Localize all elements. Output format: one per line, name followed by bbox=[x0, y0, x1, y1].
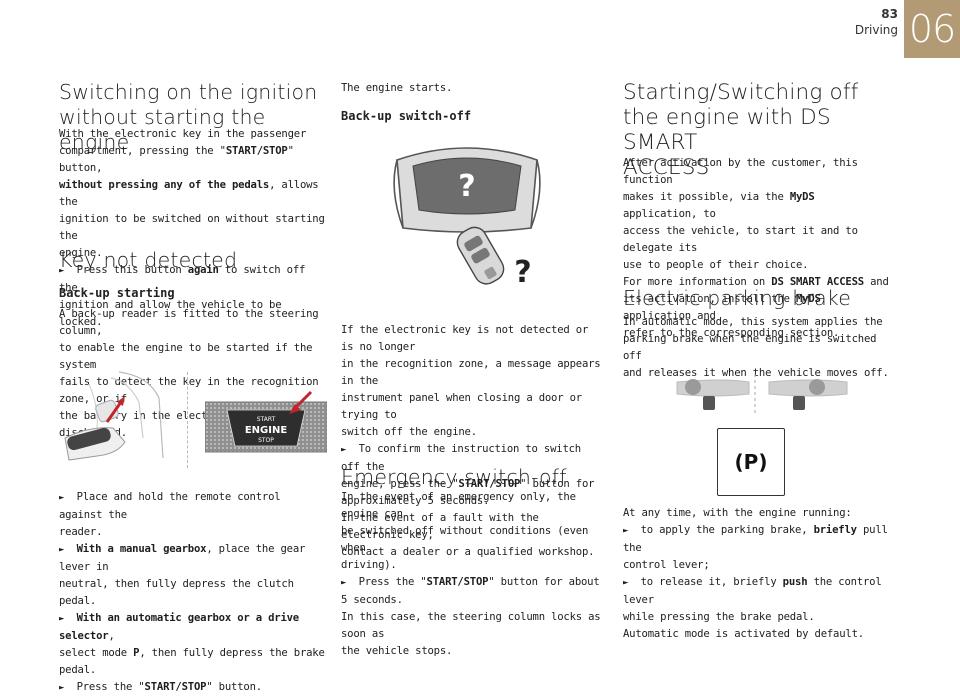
section-label: Driving bbox=[854, 23, 898, 37]
parking-brake-icon: (P) bbox=[717, 428, 785, 496]
bullet-arrow: ► bbox=[59, 266, 65, 276]
heading-electric-parking-brake: Electric parking brake bbox=[623, 286, 852, 310]
paragraph-key-not-detected: If the electronic key is not detected or… bbox=[341, 324, 601, 558]
question-icon: ? bbox=[514, 255, 531, 290]
svg-text:START: START bbox=[257, 416, 276, 423]
heading-key-not-detected: Key not detected bbox=[59, 248, 238, 272]
illustration-parking-lever bbox=[663, 374, 863, 414]
paragraph-parking-brake-usage: At any time, with the engine running: ► … bbox=[623, 507, 888, 640]
paragraph-ds-smart-access: After activation by the customer, this f… bbox=[623, 157, 889, 339]
paragraph-ignition: With the electronic key in the passenger… bbox=[59, 128, 325, 328]
heading-backup-switch-off: Back-up switch-off bbox=[341, 109, 472, 123]
page-number: 83 bbox=[881, 7, 898, 21]
steps-backup-starting: ► Place and hold the remote control agai… bbox=[59, 491, 325, 693]
svg-text:ENGINE: ENGINE bbox=[245, 425, 287, 436]
heading-backup-starting: Back-up starting bbox=[59, 286, 175, 300]
paragraph-engine-starts: The engine starts. bbox=[341, 82, 453, 94]
illustration-car-key-not-detected: ? ? bbox=[383, 140, 551, 300]
chapter-tab: 06 bbox=[904, 0, 960, 58]
paragraph-emergency: In the event of an emergency only, the e… bbox=[341, 491, 601, 657]
heading-emergency-switch-off: Emergency switch-off bbox=[341, 465, 567, 489]
svg-text:STOP: STOP bbox=[258, 437, 274, 444]
paragraph-backup-reader: A back-up reader is fitted to the steeri… bbox=[59, 308, 319, 439]
question-icon: ? bbox=[458, 169, 475, 204]
illustration-backup-reader bbox=[59, 368, 187, 464]
paragraph-parking-brake: In automatic mode, this system applies t… bbox=[623, 316, 889, 379]
illustration-start-stop-button: START ENGINE STOP bbox=[205, 390, 327, 454]
